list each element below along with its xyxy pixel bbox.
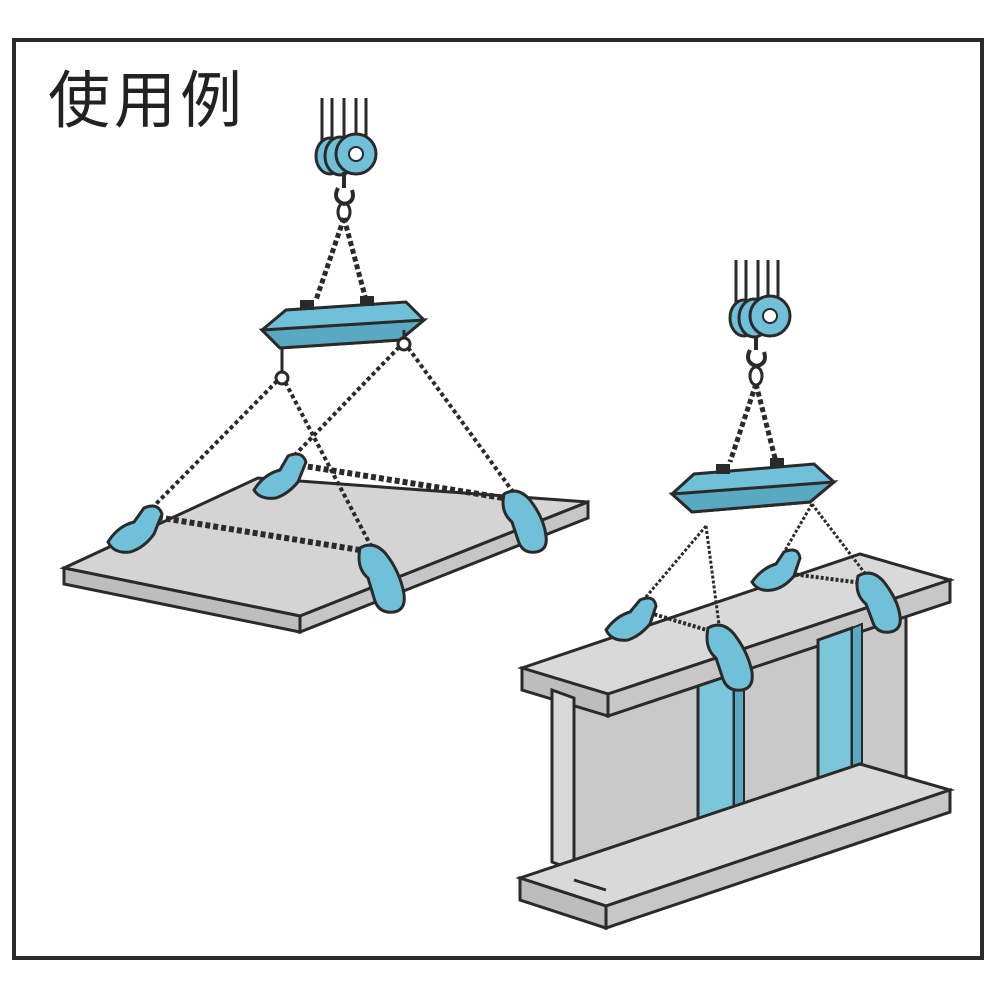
pulley-block-icon [728,260,792,339]
spreader-beam-icon [668,458,839,514]
pulley-block-icon [314,98,378,177]
figure-title: 使用例 [48,64,247,137]
plate-clamp-icon [106,452,548,614]
hook-icon [334,172,355,223]
h-beam [515,552,956,931]
hook-icon [746,336,767,387]
plate-clamp-icon [604,548,902,692]
spreader-beam-icon [258,296,429,350]
hoist-chain [313,217,369,301]
plate-lifting-scene [59,98,590,635]
lifting-slings [148,330,518,555]
beam-lifting-scene [515,260,956,931]
hoist-chain [727,383,779,463]
